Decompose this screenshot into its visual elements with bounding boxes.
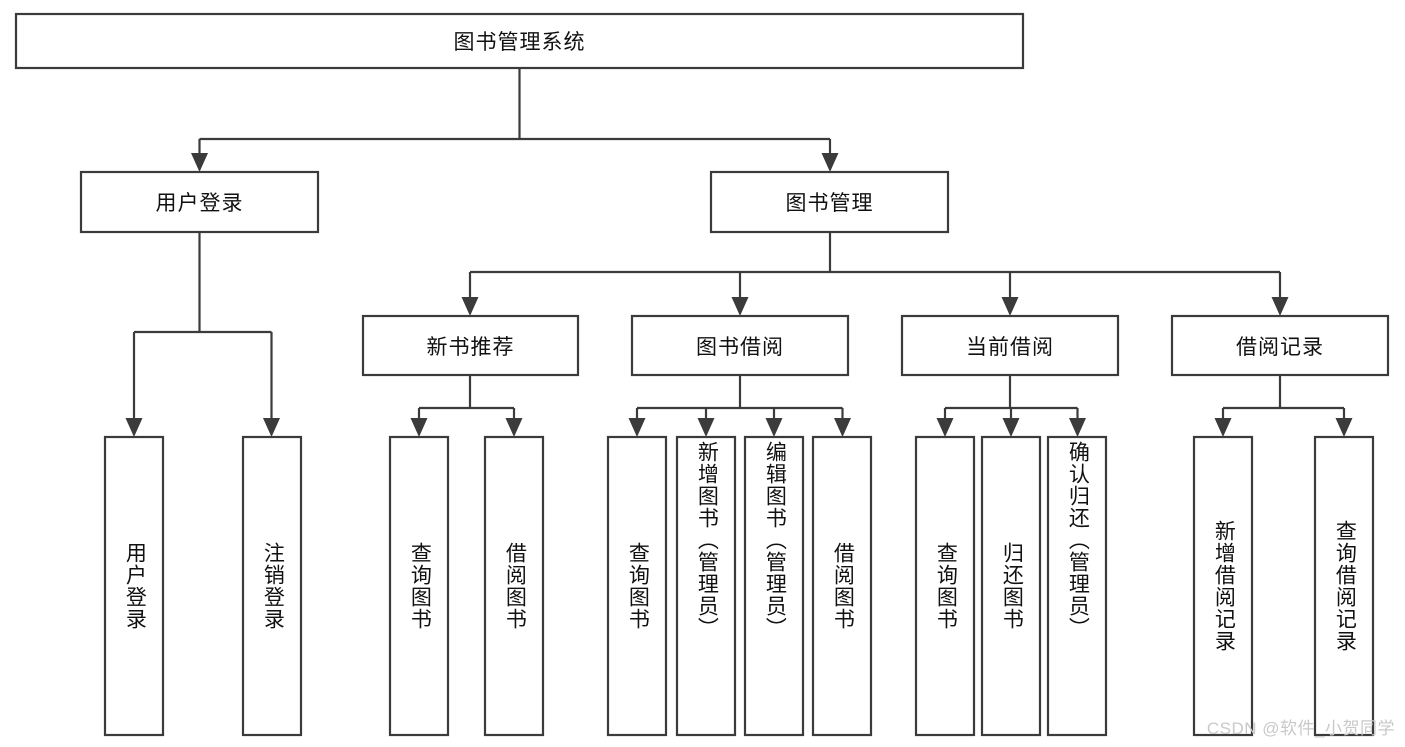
arrow-head-br-query-record <box>1335 418 1353 437</box>
arrow-head-bb-add-book <box>697 418 715 437</box>
node-user-login-box[interactable] <box>79 170 320 234</box>
arrow-head-current-borrow <box>1001 297 1019 316</box>
leaf-cb-return-book-box[interactable] <box>980 435 1042 737</box>
leaf-br-add-record-box[interactable] <box>1192 435 1254 737</box>
arrow-head-book-borrow <box>731 297 749 316</box>
arrow-head-bb-edit-book <box>765 418 783 437</box>
watermark-text: CSDN @软件_小贺同学 <box>1206 719 1395 738</box>
arrow-head-leaf-user-login <box>125 418 143 437</box>
arrow-head-cb-confirm-return <box>1069 418 1086 437</box>
connector-group-borrow-record <box>1214 375 1353 437</box>
node-borrow-record-box[interactable] <box>1170 314 1390 377</box>
connector-group-book-manage <box>461 232 1289 316</box>
arrow-head-borrow-record <box>1271 297 1289 316</box>
arrow-head-book-manage <box>821 153 839 172</box>
leaf-br-query-record-box[interactable] <box>1313 435 1375 737</box>
arrow-head-nb-query-book <box>410 418 428 437</box>
leaf-cb-query-book-box[interactable] <box>914 435 976 737</box>
leaf-nb-borrow-book-box[interactable] <box>483 435 545 737</box>
arrow-head-cb-query-book <box>936 418 954 437</box>
leaf-bb-add-book-box[interactable] <box>675 435 737 737</box>
connector-group-new-book <box>410 375 523 437</box>
leaf-nb-query-book-box[interactable] <box>388 435 450 737</box>
leaf-logout-box[interactable] <box>241 435 303 737</box>
node-new-book-box[interactable] <box>361 314 580 377</box>
arrow-head-bb-borrow-book <box>834 418 851 437</box>
leaf-bb-borrow-book-box[interactable] <box>811 435 873 737</box>
leaf-bb-edit-book-box[interactable] <box>743 435 805 737</box>
arrow-head-user-login <box>191 153 208 172</box>
arrow-head-br-add-record <box>1214 418 1232 437</box>
node-book-manage-box[interactable] <box>709 170 950 234</box>
node-root-box[interactable] <box>14 12 1025 70</box>
arrow-head-new-book <box>461 297 479 316</box>
arrow-head-nb-borrow-book <box>505 418 523 437</box>
arrow-head-bb-query-book <box>628 418 646 437</box>
arrow-head-leaf-logout <box>263 418 280 437</box>
arrow-head-cb-return-book <box>1002 418 1020 437</box>
connector-group-current-borrow <box>936 375 1086 437</box>
node-book-borrow-box[interactable] <box>630 314 850 377</box>
leaf-bb-query-book-box[interactable] <box>606 435 668 737</box>
leaf-user-login-box[interactable] <box>103 435 165 737</box>
connector-group-root <box>191 68 839 172</box>
connector-group-book-borrow <box>628 375 851 437</box>
connector-group-user-login <box>125 232 280 437</box>
leaf-cb-confirm-return-box[interactable] <box>1046 435 1108 737</box>
node-current-borrow-box[interactable] <box>900 314 1120 377</box>
